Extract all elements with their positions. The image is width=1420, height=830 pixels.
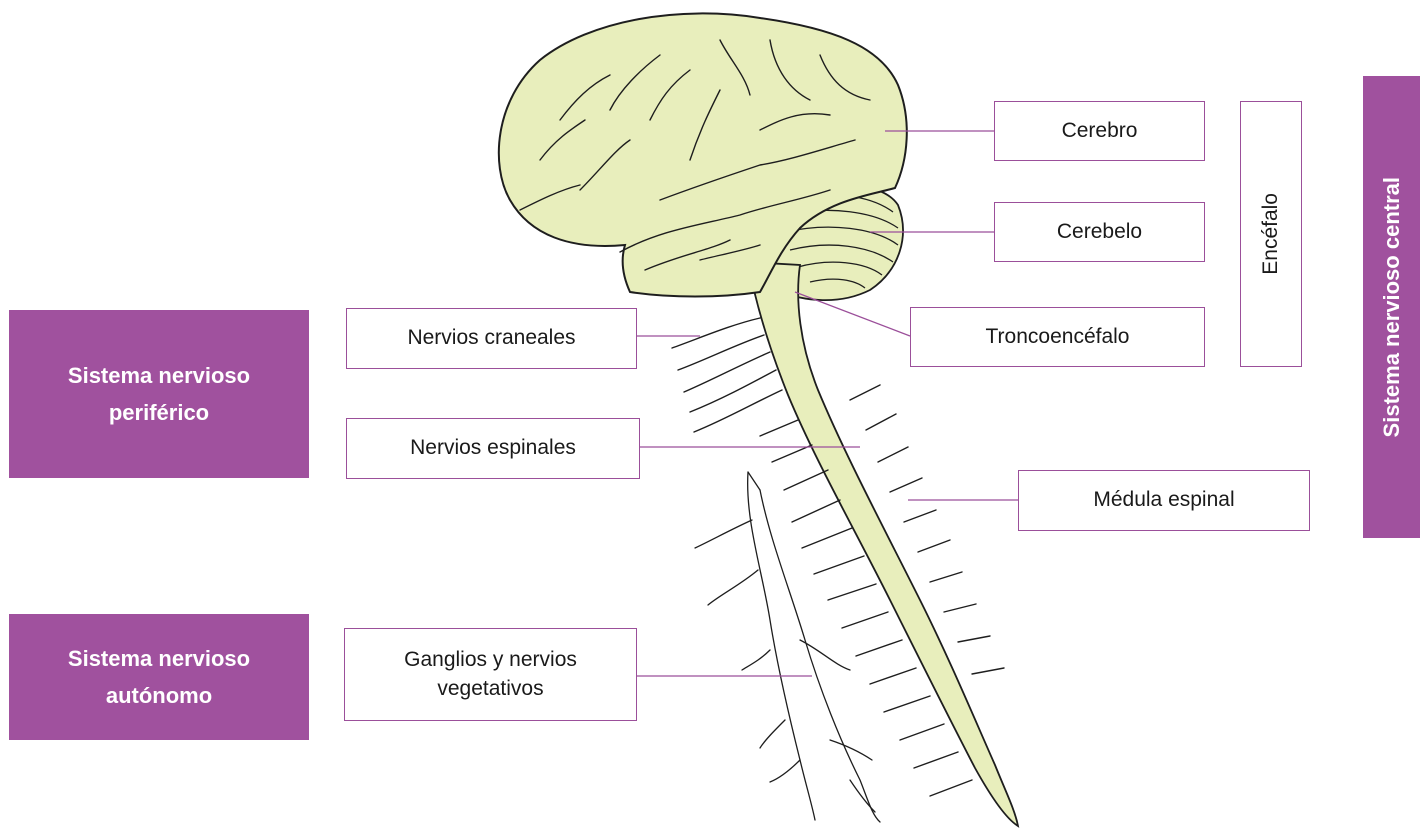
label-encefalo: Encéfalo — [1240, 101, 1302, 367]
label-ganglios-line1: Ganglios y nervios — [404, 646, 577, 674]
label-nervios-craneales: Nervios craneales — [346, 308, 637, 369]
category-snp-line2: periférico — [109, 394, 209, 431]
cranial-nerves — [672, 318, 782, 432]
label-nervios-espinales: Nervios espinales — [346, 418, 640, 479]
label-cerebro: Cerebro — [994, 101, 1205, 161]
category-sna-line2: autónomo — [106, 677, 212, 714]
label-encefalo-text: Encéfalo — [1257, 193, 1285, 275]
category-sistema-nervioso-periferico: Sistema nervioso periférico — [9, 310, 309, 478]
category-snp-line1: Sistema nervioso — [68, 357, 250, 394]
label-troncoencefalo: Troncoencéfalo — [910, 307, 1205, 367]
category-sistema-nervioso-central: Sistema nervioso central — [1363, 76, 1420, 538]
label-ganglios-nervios-vegetativos: Ganglios y nervios vegetativos — [344, 628, 637, 721]
category-sistema-nervioso-autonomo: Sistema nervioso autónomo — [9, 614, 309, 740]
category-snc-text: Sistema nervioso central — [1373, 177, 1410, 437]
label-ganglios-line2: vegetativos — [437, 675, 543, 703]
label-cerebelo: Cerebelo — [994, 202, 1205, 262]
label-medula-espinal: Médula espinal — [1018, 470, 1310, 531]
category-sna-line1: Sistema nervioso — [68, 640, 250, 677]
